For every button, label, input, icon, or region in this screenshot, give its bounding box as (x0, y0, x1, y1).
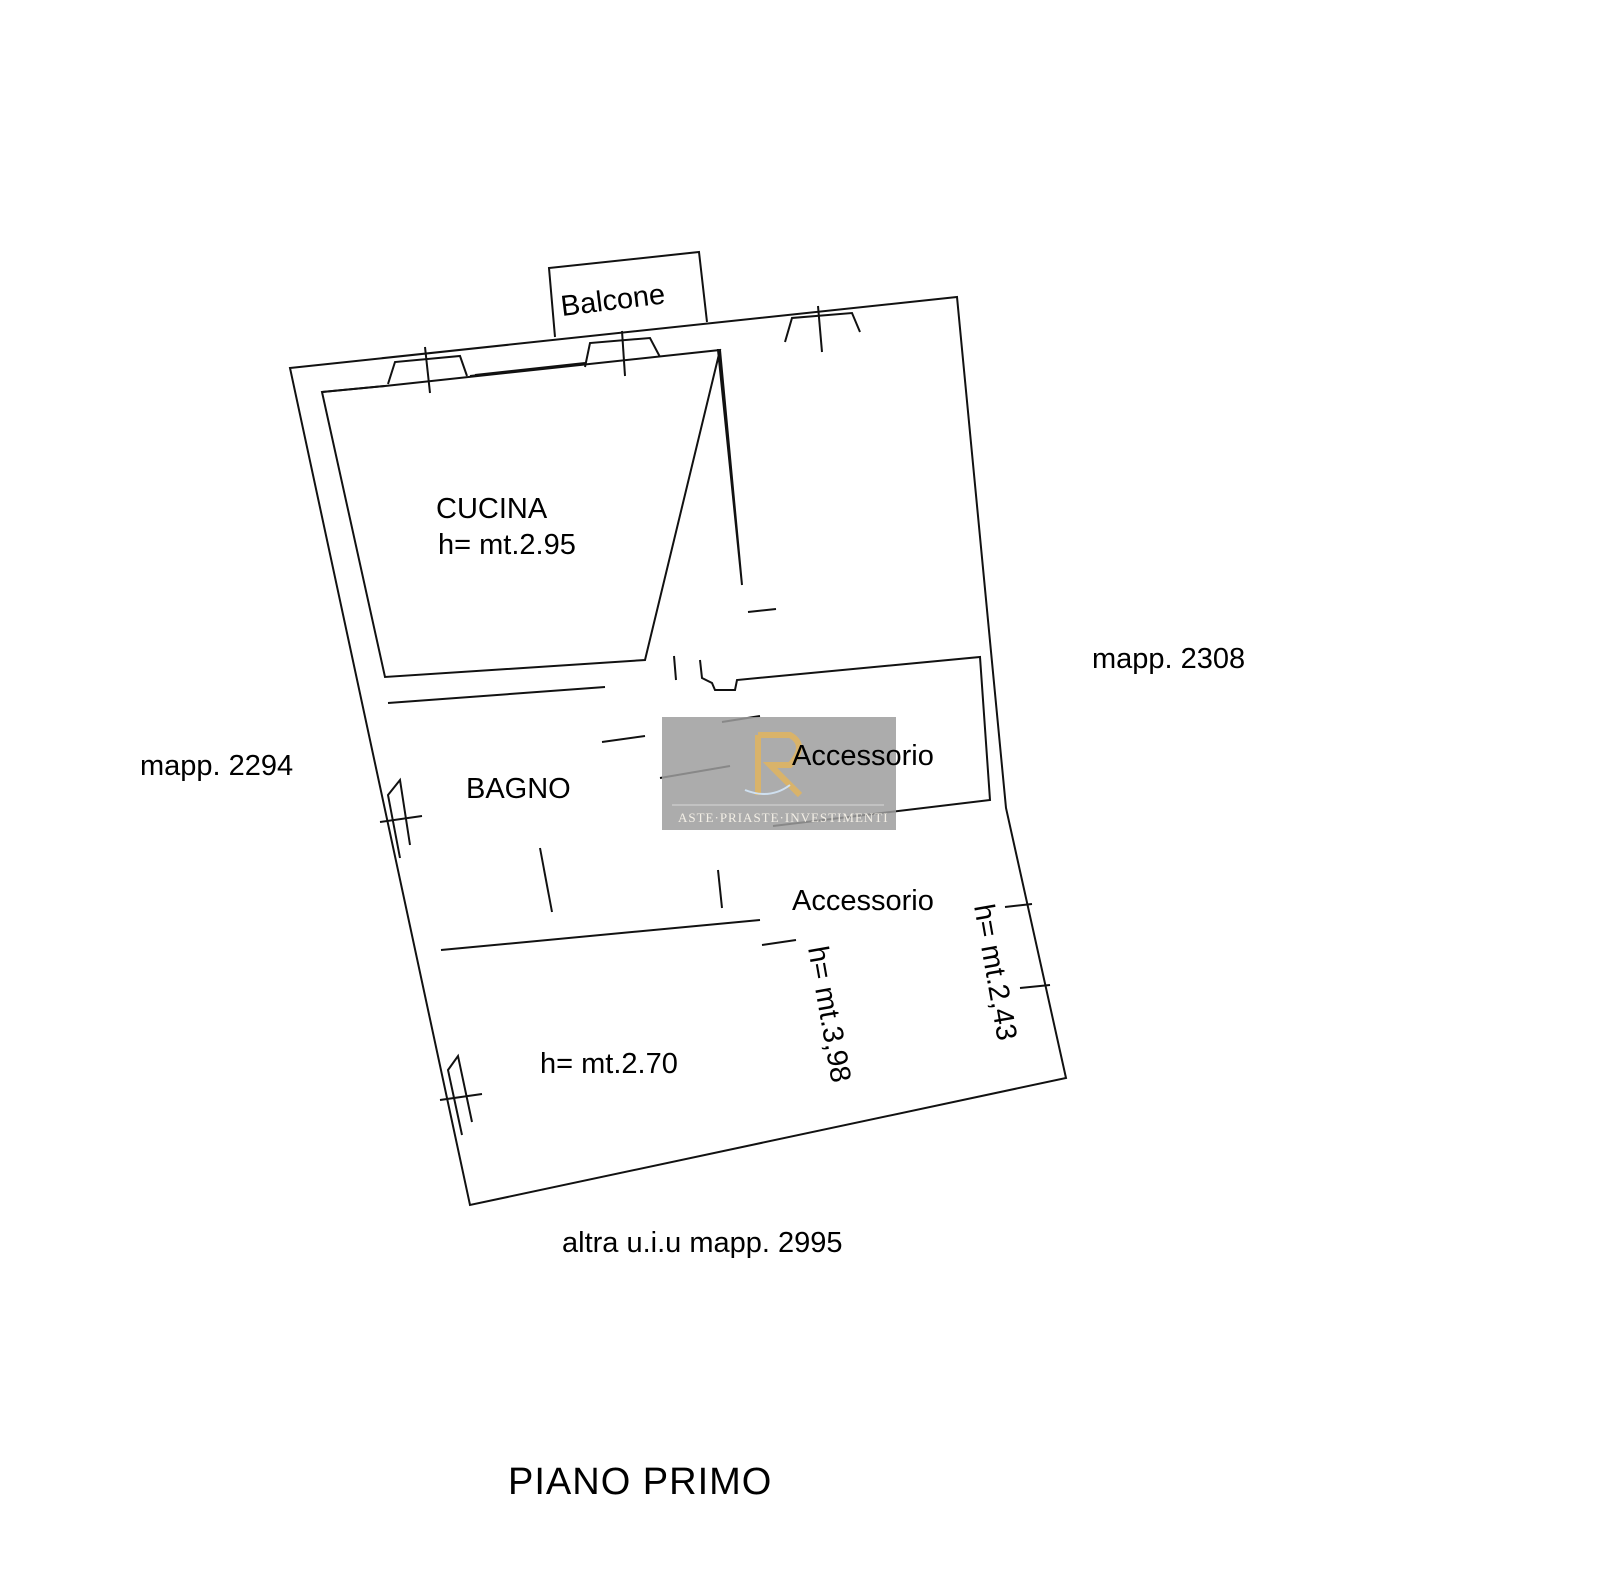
label-cucina-height: h= mt.2.95 (438, 529, 576, 561)
plan-title: PIANO PRIMO (508, 1461, 772, 1503)
svg-text:ASTE·PRIASTE·INVESTIMENTI: ASTE·PRIASTE·INVESTIMENTI (678, 810, 889, 825)
label-accessorio-2: Accessorio (792, 885, 934, 917)
label-accessorio-1: Accessorio (792, 740, 934, 772)
label-room-height-270: h= mt.2.70 (540, 1048, 678, 1080)
cucina-outline (321, 385, 386, 393)
cucina-boundary (469, 363, 586, 377)
label-balcone: Balcone (559, 278, 667, 323)
lower-walls (440, 919, 761, 951)
label-mapp-2995: altra u.i.u mapp. 2995 (562, 1227, 843, 1259)
label-bagno: BAGNO (466, 773, 571, 805)
label-cucina: CUCINA (436, 493, 548, 525)
balcony-outline (547, 250, 708, 338)
bagno-walls (387, 686, 606, 704)
outer-wall (288, 295, 1068, 1207)
label-height-398: h= mt.3,98 (801, 944, 856, 1085)
label-mapp-2308: mapp. 2308 (1092, 643, 1245, 675)
label-mapp-2294: mapp. 2294 (140, 750, 293, 782)
accessorio-1-walls (699, 655, 992, 827)
windows (379, 305, 1051, 1136)
label-height-243: h= mt.2,43 (967, 902, 1022, 1043)
watermark-logo: ASTE·PRIASTE·INVESTIMENTI (662, 717, 896, 830)
